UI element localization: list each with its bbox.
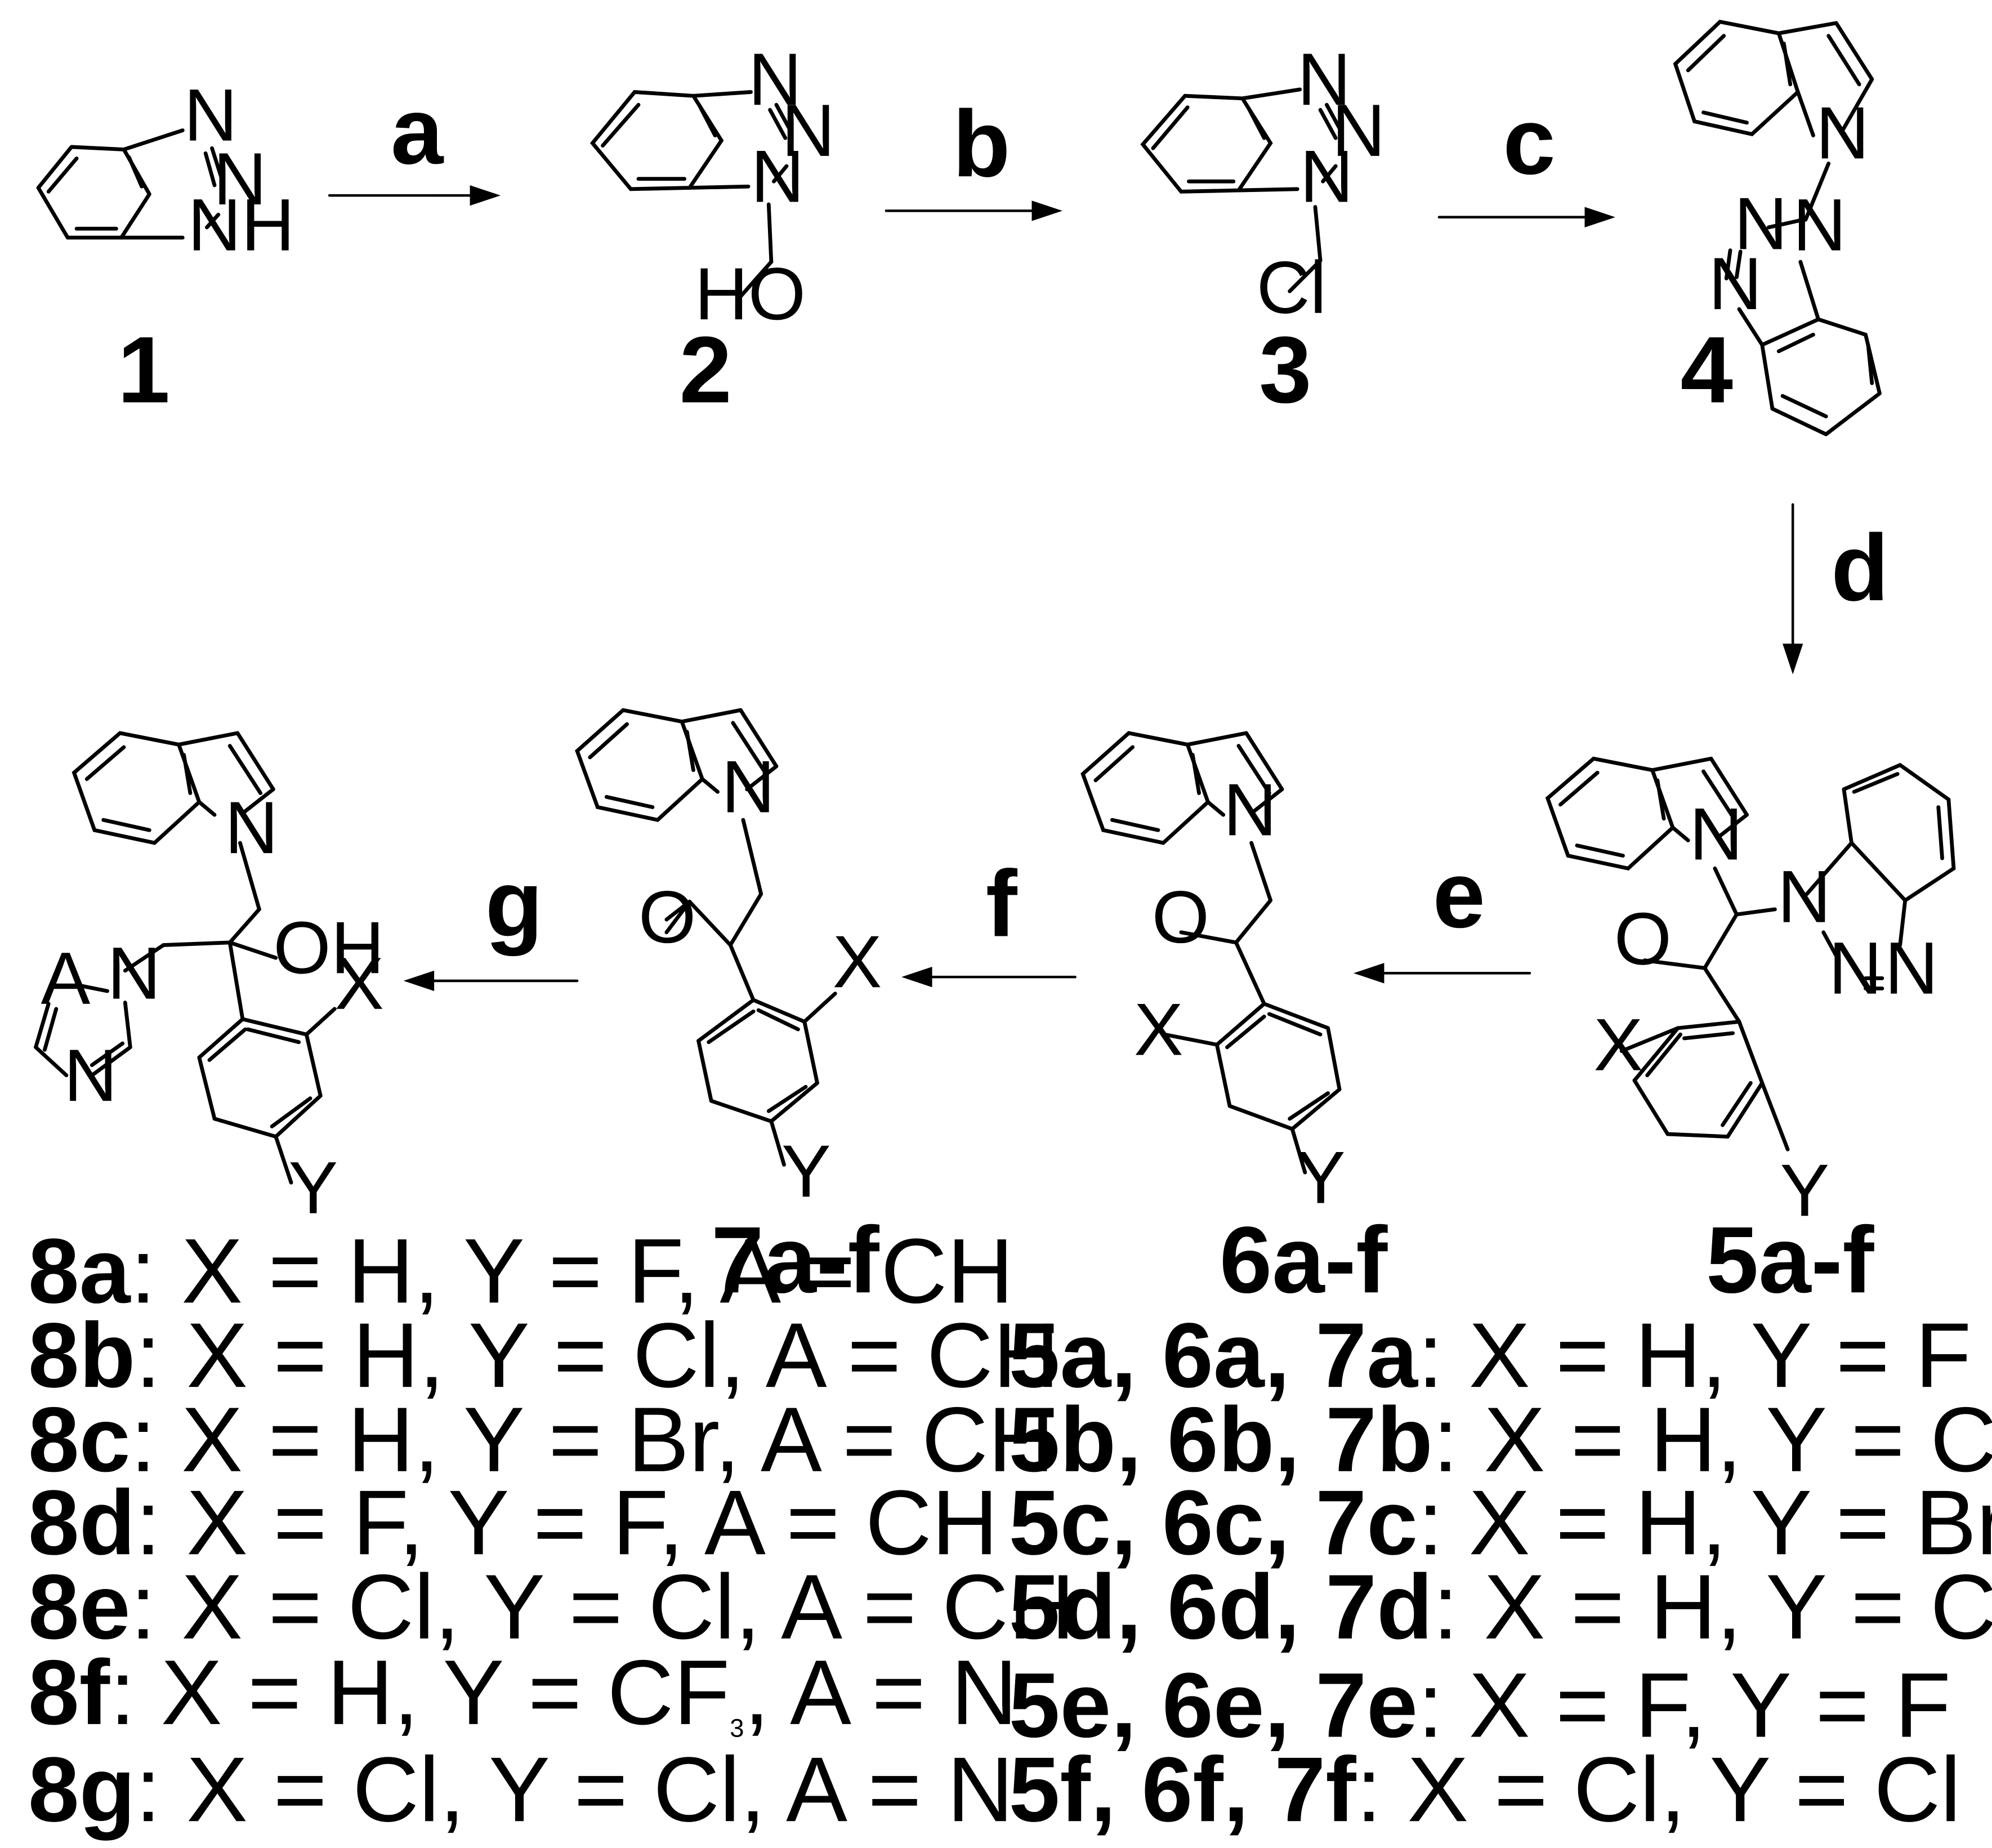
substituent-row-8f: 8f: X = H, Y = CF3, A = N bbox=[28, 1641, 1017, 1744]
compound-label-5: 5a-f bbox=[1706, 1207, 1875, 1313]
atom-N: N bbox=[225, 786, 278, 869]
compound-3-structure: N N N Cl bbox=[1140, 38, 1385, 329]
atom-O: O bbox=[638, 876, 696, 958]
atom-Cl: Cl bbox=[1257, 246, 1326, 329]
compound-7-structure: N O X Y bbox=[575, 708, 882, 1212]
compound-6-structure: N O X Y bbox=[1080, 731, 1346, 1219]
substituent-row-8e: 8e: X = Cl, Y = Cl, A = CH bbox=[28, 1555, 1075, 1658]
substituent-row-567c: 5c, 6c, 7c: X = H, Y = Br bbox=[1009, 1471, 1992, 1574]
arrow-c bbox=[1437, 207, 1615, 227]
atom-N: N bbox=[1300, 135, 1354, 217]
compound-label-1: 1 bbox=[118, 317, 170, 423]
reagent-d: d bbox=[1831, 515, 1889, 621]
atom-N: N bbox=[1829, 927, 1882, 1010]
atom-N: N bbox=[1223, 768, 1277, 851]
atom-Y: Y bbox=[1780, 1149, 1830, 1231]
compound-2-structure: N N N HO bbox=[589, 38, 835, 335]
atom-N: N bbox=[1816, 91, 1869, 174]
substituent-row-567f: 5f, 6f, 7f: X = Cl, Y = Cl bbox=[1009, 1738, 1961, 1841]
reagent-c: c bbox=[1503, 88, 1555, 194]
atom-N: N bbox=[751, 135, 805, 217]
substituent-row-8c: 8c: X = H, Y = Br, A = CH bbox=[28, 1388, 1055, 1491]
arrow-g bbox=[403, 970, 579, 992]
atom-N: N bbox=[213, 137, 267, 220]
arrow-b bbox=[885, 200, 1062, 221]
atom-N: N bbox=[1793, 184, 1846, 266]
reagent-b: b bbox=[953, 91, 1011, 197]
substituent-row-567a: 5a, 6a, 7a: X = H, Y = F bbox=[1009, 1304, 1972, 1407]
substituent-row-8b: 8b: X = H, Y = Cl, A = CH bbox=[28, 1304, 1060, 1407]
arrow-f bbox=[901, 966, 1077, 988]
atom-N: N bbox=[1884, 927, 1938, 1010]
atom-Y: Y bbox=[289, 1146, 338, 1229]
substituent-row-8g: 8g: X = Cl, Y = Cl, A = N bbox=[28, 1738, 1013, 1841]
atom-X: X bbox=[833, 920, 882, 1003]
atom-N: N bbox=[64, 1034, 117, 1117]
atom-N: N bbox=[108, 932, 161, 1015]
atom-X: X bbox=[334, 942, 384, 1025]
atom-NH: NH bbox=[187, 184, 294, 266]
substituent-row-567d: 5d, 6d, 7d: X = H, Y = CF3 bbox=[1009, 1555, 1992, 1658]
atom-N: N bbox=[781, 89, 835, 172]
reagent-a: a bbox=[391, 78, 444, 184]
substituent-list-8: 8a: X = H, Y = F, A = CH 8b: X = H, Y = … bbox=[28, 1219, 1075, 1841]
atom-Y: Y bbox=[781, 1130, 831, 1212]
atom-N: N bbox=[1709, 242, 1762, 325]
atom-N: N bbox=[1689, 792, 1743, 875]
atom-N: N bbox=[1734, 182, 1788, 265]
compound-label-4: 4 bbox=[1681, 317, 1733, 423]
compound-label-2: 2 bbox=[680, 317, 732, 423]
atom-N: N bbox=[748, 38, 802, 120]
atom-N: N bbox=[1297, 38, 1351, 120]
substituent-list-567: 5a, 6a, 7a: X = H, Y = F 5b, 6b, 7b: X =… bbox=[1009, 1304, 1992, 1841]
reagent-f: f bbox=[986, 851, 1018, 957]
compound-1-structure: N N NH bbox=[36, 74, 294, 266]
compound-label-3: 3 bbox=[1259, 317, 1311, 423]
atom-N: N bbox=[721, 746, 775, 828]
compound-label-7: 7a-f bbox=[711, 1207, 880, 1313]
atom-HO: HO bbox=[695, 252, 806, 335]
reagent-e: e bbox=[1433, 842, 1485, 948]
atom-N: N bbox=[184, 74, 238, 157]
substituent-row-567b: 5b, 6b, 7b: X = H, Y = Cl bbox=[1009, 1388, 1992, 1491]
arrow-e bbox=[1354, 963, 1531, 984]
atom-N: N bbox=[1777, 855, 1831, 938]
compound-label-6: 6a-f bbox=[1220, 1207, 1388, 1313]
atom-Y: Y bbox=[1296, 1136, 1346, 1219]
substituent-row-8a: 8a: X = H, Y = F, A = CH bbox=[28, 1219, 1013, 1322]
atom-N: N bbox=[1332, 89, 1385, 172]
substituent-row-567e: 5e, 6e, 7e: X = F, Y = F bbox=[1009, 1654, 1951, 1757]
atom-A: A bbox=[41, 937, 91, 1020]
compound-8-structure: N OH X N A N Y bbox=[34, 731, 385, 1229]
arrow-d bbox=[1783, 503, 1803, 675]
compound-4-structure: N N N N bbox=[1673, 20, 1882, 436]
atom-O: O bbox=[1614, 897, 1672, 980]
atom-OH: OH bbox=[273, 906, 384, 989]
atom-X: X bbox=[1593, 1003, 1643, 1086]
arrow-a bbox=[328, 185, 501, 206]
atom-X: X bbox=[1134, 988, 1183, 1070]
reagent-g: g bbox=[485, 851, 543, 957]
atom-O: O bbox=[1152, 876, 1209, 958]
substituent-row-8d: 8d: X = F, Y = F, A = CH bbox=[28, 1471, 998, 1574]
compound-5-structure: N O N N N X Y bbox=[1545, 756, 1956, 1231]
